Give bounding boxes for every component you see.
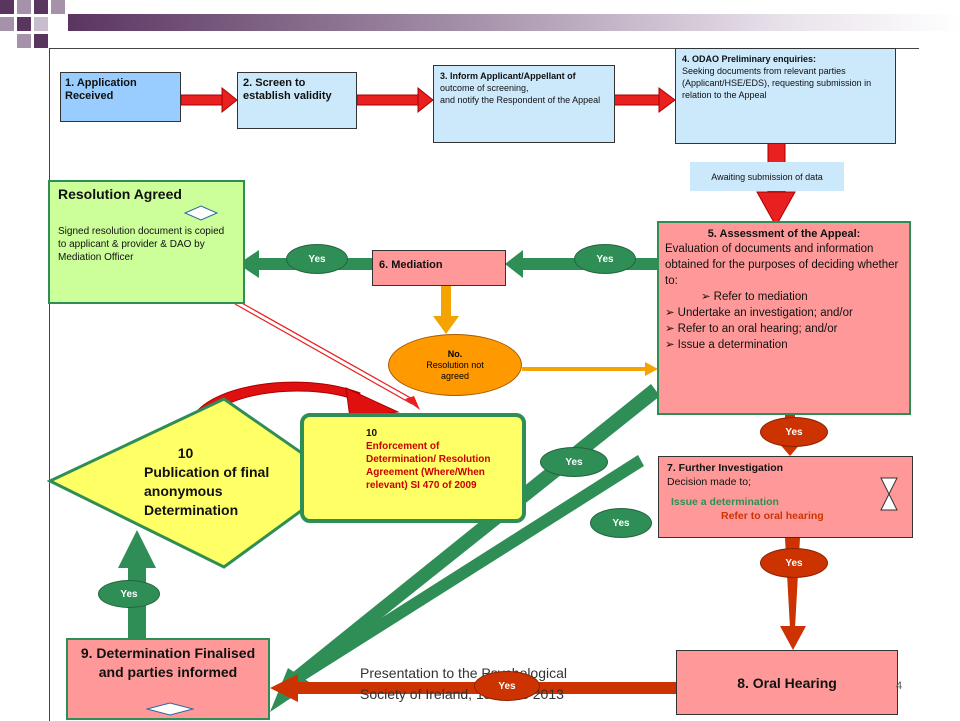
- step-8-title: 8. Oral Hearing: [737, 674, 837, 691]
- step-5-title: 5. Assessment of the Appeal:: [707, 228, 861, 240]
- no-resolution-line2: Resolution not agreed: [426, 359, 484, 381]
- diamond-icon: [146, 702, 194, 716]
- arrow-6-to-no-resolution: [433, 286, 459, 334]
- diamond-icon: [184, 205, 218, 221]
- yes-label: Yes: [120, 588, 138, 600]
- step-7-option-determination: Issue a determination: [671, 496, 779, 508]
- step-5-option: Refer to mediation: [665, 289, 903, 305]
- corner-square: [0, 0, 14, 14]
- page-number-text: 4: [896, 680, 903, 692]
- step-6-title: 6. Mediation: [379, 259, 443, 271]
- arrow-2-to-3: [356, 86, 434, 114]
- step-10-enforcement-num: 10: [366, 428, 378, 439]
- step-1-application-received: 1. Application Received: [60, 72, 181, 122]
- yes-oval-assessment-to-mediation: Yes: [574, 244, 636, 274]
- no-resolution-line1: No.: [447, 348, 463, 359]
- step-7-title: 7. Further Investigation: [667, 462, 784, 474]
- title-bar-gradient: [68, 14, 960, 31]
- step-10-enforcement-title: Enforcement of Determination/ Resolution…: [366, 441, 491, 491]
- step-5-option: Issue a determination: [665, 337, 903, 353]
- arrow-no-resolution-to-5: [522, 362, 658, 376]
- step-4-title: 4. ODAO Preliminary enquiries:: [682, 54, 817, 64]
- step-3-title: 3. Inform Applicant/Appellant of: [440, 71, 576, 81]
- yes-label: Yes: [565, 456, 583, 468]
- arrow-1-to-2: [180, 86, 238, 114]
- step-5-body: Evaluation of documents and information …: [665, 243, 899, 287]
- slide-frame: [49, 48, 919, 721]
- step-3-line2: outcome of screening,: [440, 83, 529, 93]
- step-7-further-investigation: 7. Further Investigation Decision made t…: [658, 456, 913, 538]
- yes-oval-investigation-to-hearing: Yes: [760, 548, 828, 578]
- yes-label: Yes: [785, 557, 803, 569]
- step-10-publication-num: 10: [177, 445, 194, 461]
- step-10-publication-title: Publication of final anonymous Determina…: [144, 464, 270, 518]
- corner-square: [34, 34, 48, 48]
- step-5-option: Refer to an oral hearing; and/or: [665, 321, 903, 337]
- corner-square: [0, 17, 14, 31]
- step-7-line2: Decision made to;: [667, 476, 752, 488]
- corner-square: [17, 0, 31, 14]
- resolution-title: Resolution Agreed: [58, 186, 182, 202]
- step-9-determination-finalised: 9. Determination Finalised and parties i…: [66, 638, 270, 720]
- step-4-body: Seeking documents from relevant parties …: [682, 66, 872, 100]
- step-1-title: 1. Application Received: [65, 77, 137, 102]
- resolution-body: Signed resolution document is copied to …: [58, 226, 225, 263]
- step-2-screen-validity: 2. Screen to establish validity: [237, 72, 357, 129]
- step-6-mediation: 6. Mediation: [372, 250, 506, 286]
- corner-square: [34, 0, 48, 14]
- arrow-3-to-4: [613, 87, 676, 113]
- yes-label: Yes: [498, 680, 516, 692]
- step-5-options: Refer to mediation Undertake an investig…: [665, 289, 903, 353]
- yes-label: Yes: [596, 253, 614, 265]
- step-9-title: 9. Determination Finalised and parties i…: [80, 645, 256, 680]
- awaiting-data-text: Awaiting submission of data: [711, 171, 823, 182]
- corner-square: [51, 0, 65, 14]
- step-8-oral-hearing: 8. Oral Hearing: [676, 650, 898, 715]
- yes-oval-mediation-to-resolution: Yes: [286, 244, 348, 274]
- yes-oval-assessment-to-determination: Yes: [540, 447, 608, 477]
- step-3-inform-applicant: 3. Inform Applicant/Appellant of outcome…: [433, 65, 615, 143]
- yes-label: Yes: [308, 253, 326, 265]
- step-10-publication: 10 Publication of final anonymous Determ…: [138, 444, 298, 520]
- yes-label: Yes: [785, 426, 803, 438]
- step-3-line3: and notify the Respondent of the Appeal: [440, 95, 601, 105]
- yes-oval-assessment-to-investigation: Yes: [760, 417, 828, 447]
- step-5-assessment: 5. Assessment of the Appeal: Evaluation …: [657, 221, 911, 415]
- yes-oval-hearing-to-determination: Yes: [474, 671, 540, 701]
- hourglass-icon: [880, 477, 898, 511]
- yes-oval-investigation-to-determination: Yes: [590, 508, 652, 538]
- yes-label: Yes: [612, 517, 630, 529]
- step-2-title: 2. Screen to establish validity: [243, 77, 332, 102]
- page-number: 4: [896, 680, 902, 692]
- step-7-option-oral-hearing: Refer to oral hearing: [721, 510, 824, 522]
- step-4-preliminary-enquiries: 4. ODAO Preliminary enquiries: Seeking d…: [675, 48, 896, 144]
- corner-square: [17, 34, 31, 48]
- corner-square: [34, 17, 48, 31]
- resolution-agreed: Resolution Agreed Signed resolution docu…: [48, 180, 245, 304]
- awaiting-data-label: Awaiting submission of data: [690, 162, 844, 191]
- step-10-enforcement: 10 Enforcement of Determination/ Resolut…: [300, 413, 526, 523]
- step-5-option: Undertake an investigation; and/or: [665, 305, 903, 321]
- no-resolution-oval: No. Resolution not agreed: [388, 334, 522, 396]
- corner-square: [17, 17, 31, 31]
- yes-oval-determination-to-publication: Yes: [98, 580, 160, 608]
- arrow-resolution-to-enforcement: [234, 301, 420, 410]
